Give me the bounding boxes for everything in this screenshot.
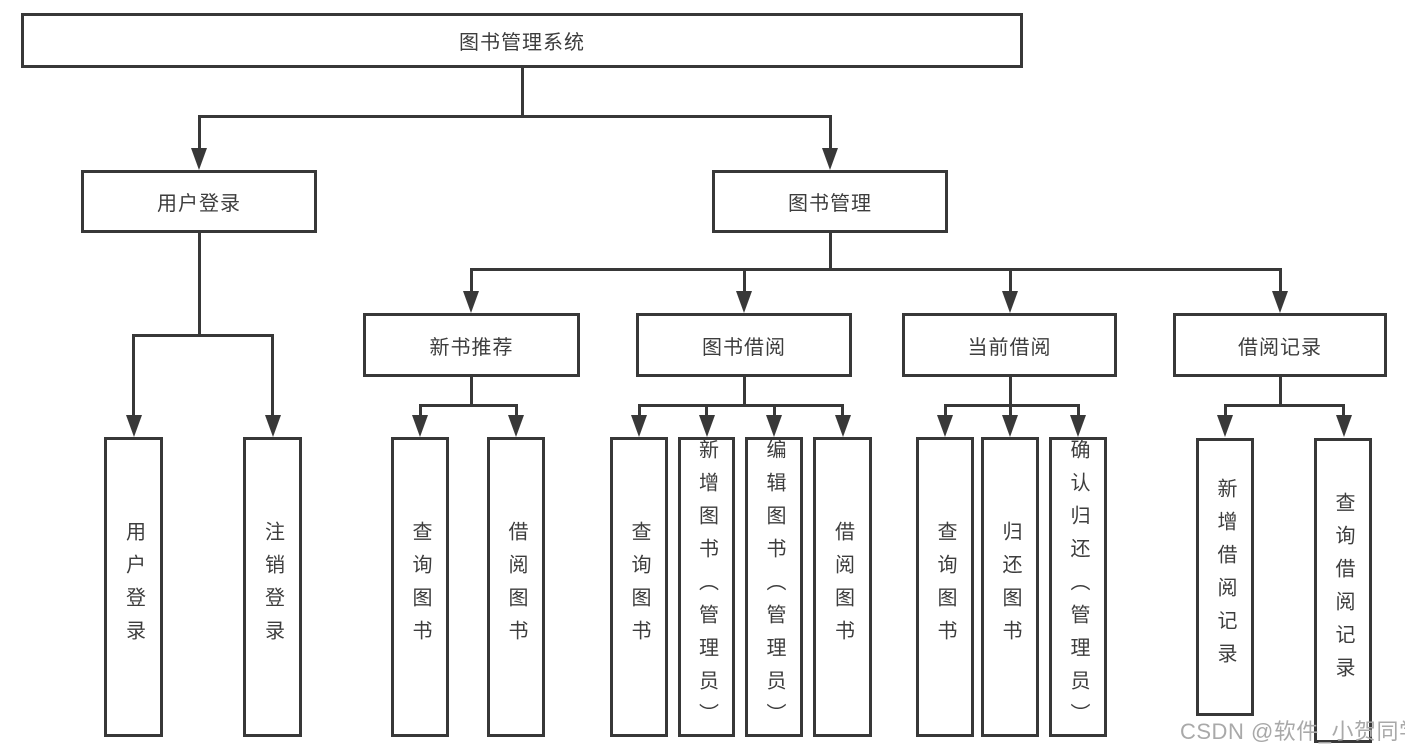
leaf-label: 用户登录 [122, 521, 145, 653]
node-leaf-edit-books-admin: 编辑图书（管理员） [745, 437, 803, 737]
connector-line [1008, 377, 1012, 407]
node-leaf-query-books: 查询图书 [916, 437, 974, 737]
node-new-book-recommend: 新书推荐 [363, 313, 580, 377]
connector-line [841, 404, 844, 419]
leaf-label: 查询图书 [409, 521, 431, 653]
arrow-down-icon [1002, 291, 1018, 313]
connector-line [418, 404, 422, 419]
node-leaf-return-books: 归还图书 [981, 437, 1039, 737]
node-borrow-records: 借阅记录 [1173, 313, 1387, 377]
leaf-label: 归还图书 [999, 521, 1021, 653]
arrow-down-icon [264, 415, 281, 437]
leaf-label: 确认归还（管理员） [1067, 438, 1089, 736]
node-current-borrow: 当前借阅 [902, 313, 1117, 377]
node-leaf-user-login: 用户登录 [104, 437, 163, 737]
connector-line [1008, 404, 1012, 419]
connector-line [1278, 267, 1282, 293]
arrow-down-icon [1002, 415, 1018, 437]
node-leaf-add-books-admin: 新增图书（管理员） [678, 437, 735, 737]
connector-line [1342, 404, 1345, 419]
connector-line [132, 333, 274, 337]
connector-line [197, 115, 201, 151]
arrow-down-icon [834, 415, 851, 437]
node-leaf-confirm-return-admin: 确认归还（管理员） [1049, 437, 1107, 737]
connector-line [418, 404, 518, 407]
connector-line [1223, 404, 1345, 407]
leaf-label: 新增图书（管理员） [695, 438, 718, 736]
arrow-down-icon [736, 291, 752, 313]
arrow-down-icon [1335, 415, 1352, 437]
connector-line [637, 404, 641, 419]
arrow-down-icon [1070, 415, 1086, 437]
connector-line [828, 233, 832, 270]
arrow-down-icon [766, 415, 782, 437]
connector-line [742, 267, 746, 293]
connector-line [705, 404, 708, 419]
connector-line [943, 404, 947, 419]
node-leaf-query-books: 查询图书 [610, 437, 668, 737]
leaf-label: 借阅图书 [505, 521, 527, 653]
connector-line [1076, 404, 1080, 419]
arrow-down-icon [412, 415, 428, 437]
leaf-label: 查询借阅记录 [1332, 491, 1354, 690]
connector-line [197, 233, 201, 336]
arrow-down-icon [698, 415, 715, 437]
node-root: 图书管理系统 [21, 13, 1023, 68]
leaf-label: 新增借阅记录 [1214, 478, 1236, 676]
leaf-label: 借阅图书 [831, 521, 854, 653]
connector-line [469, 267, 473, 293]
arrow-down-icon [1217, 415, 1233, 437]
node-leaf-query-borrow-record: 查询借阅记录 [1314, 438, 1372, 743]
connector-line [742, 377, 746, 407]
connector-line [1278, 377, 1282, 407]
node-leaf-borrow-books: 借阅图书 [487, 437, 545, 737]
node-leaf-query-books: 查询图书 [391, 437, 449, 737]
connector-line [469, 377, 473, 407]
leaf-label: 查询图书 [628, 521, 650, 653]
node-leaf-borrow-books: 借阅图书 [813, 437, 872, 737]
connector-line [514, 404, 518, 419]
watermark: CSDN @软件_小贺同学 [1180, 719, 1405, 744]
connector-line [271, 333, 274, 418]
connector-line [1223, 404, 1227, 419]
node-book-management: 图书管理 [712, 170, 948, 233]
arrow-down-icon [937, 415, 953, 437]
connector-line [828, 115, 832, 151]
connector-line [520, 68, 524, 118]
connector-line [772, 404, 776, 419]
leaf-label: 查询图书 [934, 521, 956, 653]
connector-line [197, 115, 832, 118]
arrow-down-icon [191, 148, 207, 170]
arrow-down-icon [508, 415, 524, 437]
arrow-down-icon [1272, 291, 1288, 313]
connector-line [637, 404, 844, 407]
connector-line [1008, 267, 1012, 293]
leaf-label: 编辑图书（管理员） [763, 438, 785, 736]
connector-line [469, 267, 1282, 271]
node-user-login: 用户登录 [81, 170, 317, 233]
arrow-down-icon [631, 415, 647, 437]
node-leaf-add-borrow-record: 新增借阅记录 [1196, 438, 1254, 716]
leaf-label: 注销登录 [261, 521, 284, 653]
node-book-borrow: 图书借阅 [636, 313, 852, 377]
connector-line [132, 333, 135, 418]
connector-line [943, 404, 1080, 407]
node-leaf-logout: 注销登录 [243, 437, 302, 737]
arrow-down-icon [822, 148, 838, 170]
arrow-down-icon [125, 415, 142, 437]
arrow-down-icon [463, 291, 479, 313]
